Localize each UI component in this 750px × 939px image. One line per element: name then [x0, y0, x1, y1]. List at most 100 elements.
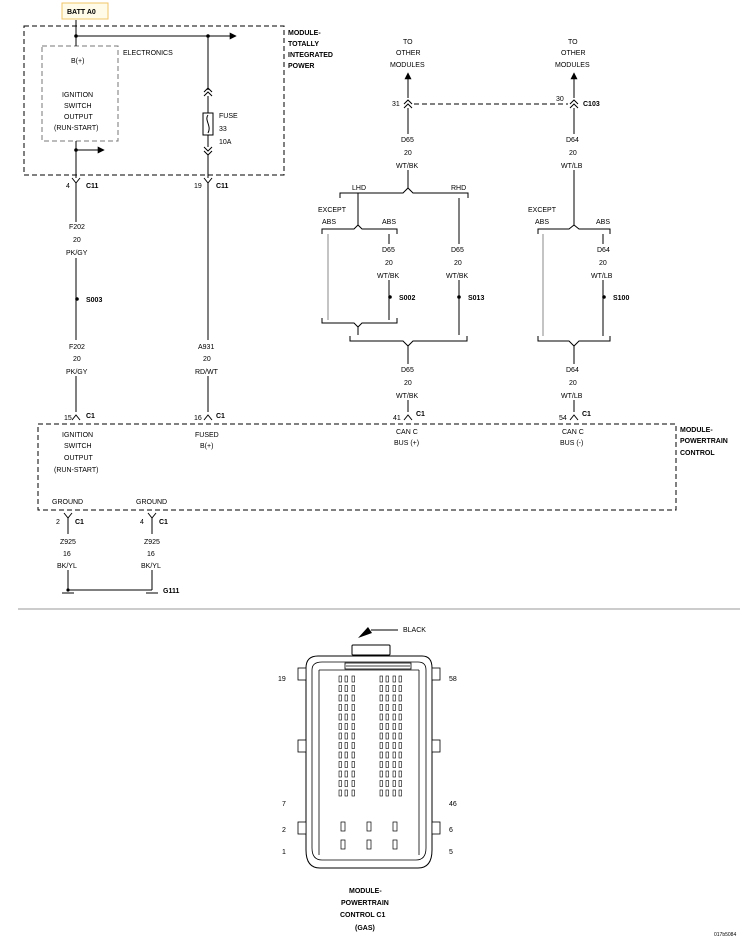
connector-caption-line: (GAS) — [355, 925, 375, 932]
modules-label-line: MODULES — [555, 62, 590, 69]
pin-cavity — [344, 713, 348, 721]
pin-cavity — [344, 780, 348, 787]
pin-cavity — [385, 780, 389, 787]
pin-cavity — [392, 685, 396, 692]
connector-name: C1 — [216, 413, 225, 420]
wire-gauge: 16 — [63, 551, 71, 558]
pin-cavity — [344, 694, 348, 702]
wire-id: Z925 — [144, 539, 160, 546]
pin-cavity — [392, 789, 396, 797]
pin-cavity — [385, 713, 389, 721]
lhd-label: LHD — [352, 185, 366, 192]
pin-cavity — [351, 704, 355, 711]
connector-name: C1 — [86, 413, 95, 420]
small-pin-cavities — [338, 675, 402, 797]
pcm-module: MODULE- POWERTRAIN CONTROL IGNITION SWIT… — [37, 423, 728, 511]
pin-label: 46 — [449, 801, 457, 808]
wire-id: Z925 — [60, 539, 76, 546]
pcm-connectors-top: 15 C1 16 C1 41 C1 54 C1 — [64, 411, 591, 422]
wire-color: WT/BK — [396, 393, 418, 400]
connector-name: C1 — [159, 519, 168, 526]
pin-cavity — [344, 789, 348, 797]
wire-color: RD/WT — [195, 369, 219, 376]
rhd-label: RHD — [451, 185, 466, 192]
except-label: EXCEPT — [318, 207, 347, 214]
wire-gauge: 20 — [599, 260, 607, 267]
pcm-name-line: POWERTRAIN — [680, 438, 728, 445]
pin-cavity — [351, 723, 355, 730]
connector-caption-line: CONTROL C1 — [340, 912, 385, 919]
abs-label: ABS — [535, 219, 549, 226]
pin-cavity — [344, 770, 348, 778]
wire-color: PK/GY — [66, 369, 88, 376]
tipm-name-line: MODULE- — [288, 30, 321, 37]
pin-number: 54 — [559, 415, 567, 422]
pin-cavity — [351, 742, 355, 749]
pcm-fused-line: FUSED — [195, 432, 219, 439]
circuit-a931: A931 20 RD/WT — [195, 183, 222, 412]
pin-cavity — [398, 751, 402, 759]
modules-label-line: TO — [403, 39, 413, 46]
pin-cavity — [379, 780, 383, 787]
pin-cavity — [351, 713, 355, 721]
pin-cavity — [379, 732, 383, 740]
pin-cavity — [379, 723, 383, 730]
pin-cavity — [398, 732, 402, 740]
pin-cavity — [398, 675, 402, 683]
ign-output-line: (RUN-START) — [54, 125, 98, 132]
pin-cavity — [385, 704, 389, 711]
pin-cavity — [392, 761, 396, 768]
pin-number: 15 — [64, 415, 72, 422]
connector-c11-pin4: 4 C11 — [66, 177, 99, 190]
pin-cavity — [338, 732, 342, 740]
circuit-f202: F202 20 PK/GY S003 F202 20 PK/GY — [66, 183, 102, 412]
pin-cavity — [379, 761, 383, 768]
wire-color: PK/GY — [66, 250, 88, 257]
fuse-label-line: FUSE — [219, 113, 238, 120]
pin-cavity — [379, 751, 383, 759]
pin-cavity — [379, 770, 383, 778]
pin-cavity — [379, 789, 383, 797]
pin-cavity — [379, 685, 383, 692]
pin-cavity — [338, 770, 342, 778]
wire-id: D65 — [382, 247, 395, 254]
pin-cavity — [385, 732, 389, 740]
ground-label: GROUND — [52, 499, 83, 506]
circuit-d65-trunk: D65 20 WT/BK LHD RHD EXCEPT ABS ABS — [318, 108, 469, 300]
pcm-name-line: CONTROL — [680, 450, 715, 457]
wire-gauge: 16 — [147, 551, 155, 558]
pin-cavity — [392, 770, 396, 778]
wire-gauge: 20 — [569, 380, 577, 387]
wire-color: WT/LB — [561, 163, 583, 170]
pin-cavity — [398, 780, 402, 787]
pin-cavity — [351, 675, 355, 683]
wire-color: WT/BK — [377, 273, 399, 280]
pin-cavity — [351, 761, 355, 768]
connector-name: C1 — [75, 519, 84, 526]
pin-cavity — [379, 713, 383, 721]
abs-label: ABS — [382, 219, 396, 226]
modules-label-line: TO — [568, 39, 578, 46]
pin-cavity — [385, 742, 389, 749]
pin-cavity — [344, 685, 348, 692]
pin-number: 30 — [556, 96, 564, 103]
pin-cavity — [344, 723, 348, 730]
pcm-canl-line: CAN C — [562, 429, 584, 436]
pcm-ign-line: (RUN-START) — [54, 467, 98, 474]
tipm-name-line: INTEGRATED — [288, 52, 333, 59]
pcm-canh-line: CAN C — [396, 429, 418, 436]
pin-number: 16 — [194, 415, 202, 422]
wire-color: WT/LB — [561, 393, 583, 400]
battery-label-box: BATT A0 — [61, 2, 109, 20]
splice-s002: S002 — [399, 295, 415, 302]
pin-cavity — [344, 742, 348, 749]
pin-label: 19 — [278, 676, 286, 683]
abs-label: ABS — [322, 219, 336, 226]
pin-label: 58 — [449, 676, 457, 683]
wire-color: WT/BK — [396, 163, 418, 170]
pin-cavity — [398, 789, 402, 797]
pcm-name-line: MODULE- — [680, 427, 713, 434]
pcm-canl-line: BUS (-) — [560, 440, 583, 447]
to-other-modules-left: TO OTHER MODULES — [390, 39, 425, 98]
pin-number: 19 — [194, 183, 202, 190]
